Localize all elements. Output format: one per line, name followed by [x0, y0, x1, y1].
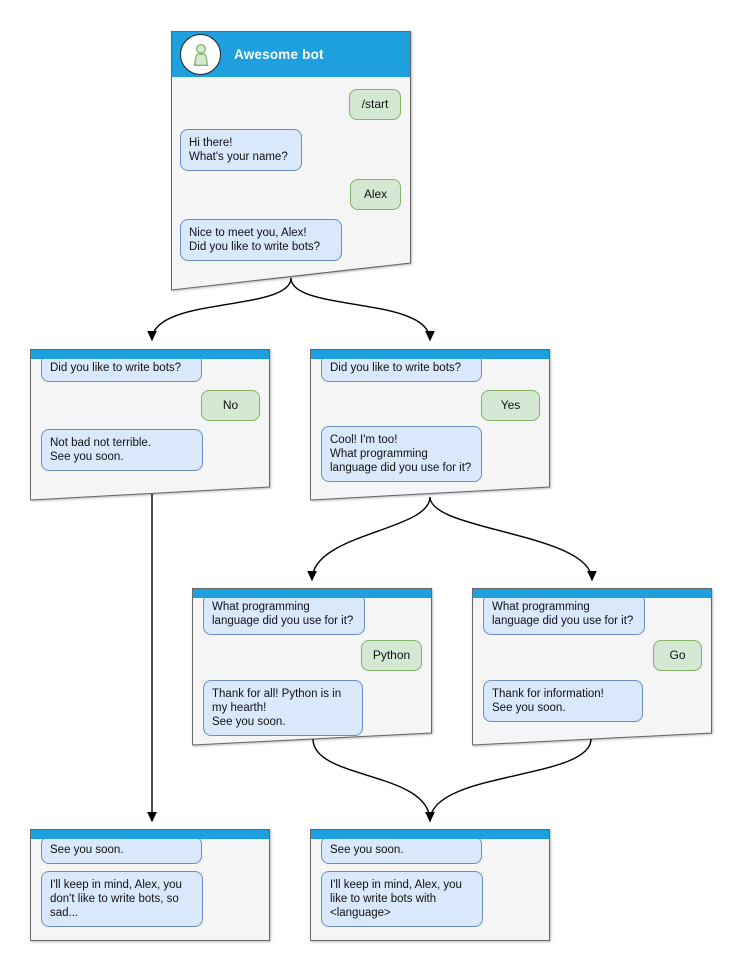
chat-window-header-branch-no — [31, 350, 269, 359]
chat-window-header-branch-python — [193, 589, 431, 598]
bot-message-bubble: Hi there! What's your name? — [180, 129, 302, 171]
bot-message-bubble: I'll keep in mind, Alex, you don't like … — [41, 871, 203, 927]
edge-yes-to-go — [429, 496, 597, 582]
bot-message-bubble: See you soon. — [321, 836, 482, 864]
edge-start-to-yes — [290, 277, 435, 342]
user-message-bubble: Go — [653, 640, 702, 671]
user-message-bubble: Yes — [481, 390, 540, 421]
chat-window-header-start: Awesome bot — [172, 32, 410, 77]
chat-window-header-end-no — [31, 830, 269, 839]
avatar — [180, 34, 221, 75]
user-message-bubble: No — [201, 390, 260, 421]
chat-window-header-end-yes — [311, 830, 549, 839]
bot-title: Awesome bot — [234, 47, 324, 62]
bot-message-bubble: I'll keep in mind, Alex, you like to wri… — [321, 871, 483, 927]
chat-window-header-branch-yes — [311, 350, 549, 359]
user-message-bubble: Alex — [350, 179, 401, 210]
bot-message-bubble: Cool! I'm too! What programming language… — [321, 426, 482, 482]
bot-message-bubble: Thank for information! See you soon. — [483, 680, 643, 722]
bot-message-bubble: See you soon. — [41, 836, 202, 864]
edge-go-to-end — [429, 738, 592, 822]
person-icon — [193, 43, 208, 66]
bot-message-bubble: Nice to meet you, Alex! Did you like to … — [180, 219, 342, 261]
edge-start-to-no — [147, 277, 292, 342]
edge-yes-to-python — [307, 496, 431, 582]
bot-message-bubble: Thank for all! Python is in my hearth! S… — [203, 680, 363, 736]
bot-message-bubble: What programming language did you use fo… — [203, 593, 365, 635]
bot-message-bubble: What programming language did you use fo… — [483, 593, 645, 635]
edge-python-to-end — [312, 738, 435, 823]
chat-window-header-branch-go — [473, 589, 711, 598]
user-message-bubble: /start — [349, 89, 401, 120]
bot-message-bubble: Not bad not terrible. See you soon. — [41, 429, 203, 471]
user-message-bubble: Python — [361, 640, 422, 671]
